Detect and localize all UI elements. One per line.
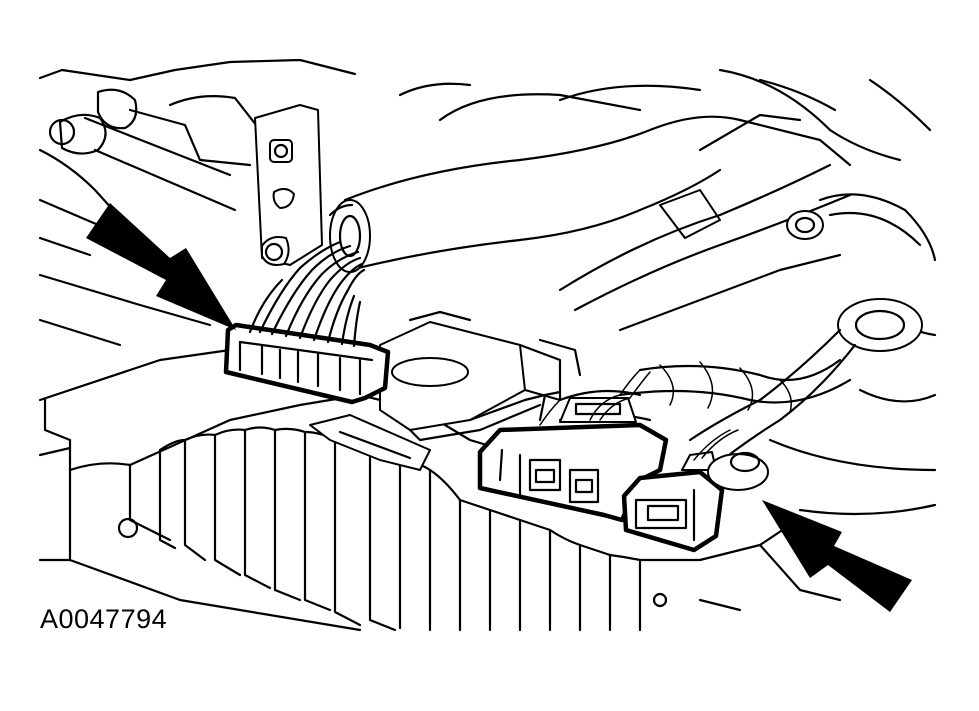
mounting-bracket — [254, 104, 323, 266]
left-connector — [223, 240, 391, 405]
arrow-pointing-down-right-icon — [86, 203, 236, 330]
figure-id-label: A0047794 — [40, 604, 168, 634]
hose — [328, 82, 742, 273]
right-connector-large — [477, 369, 669, 523]
right-connector-small — [621, 429, 769, 553]
right-harness — [558, 68, 937, 516]
arrow-pointing-up-left-icon — [762, 500, 912, 612]
control-module — [38, 348, 842, 632]
center-block — [379, 310, 582, 442]
harness-grommet — [558, 298, 923, 472]
